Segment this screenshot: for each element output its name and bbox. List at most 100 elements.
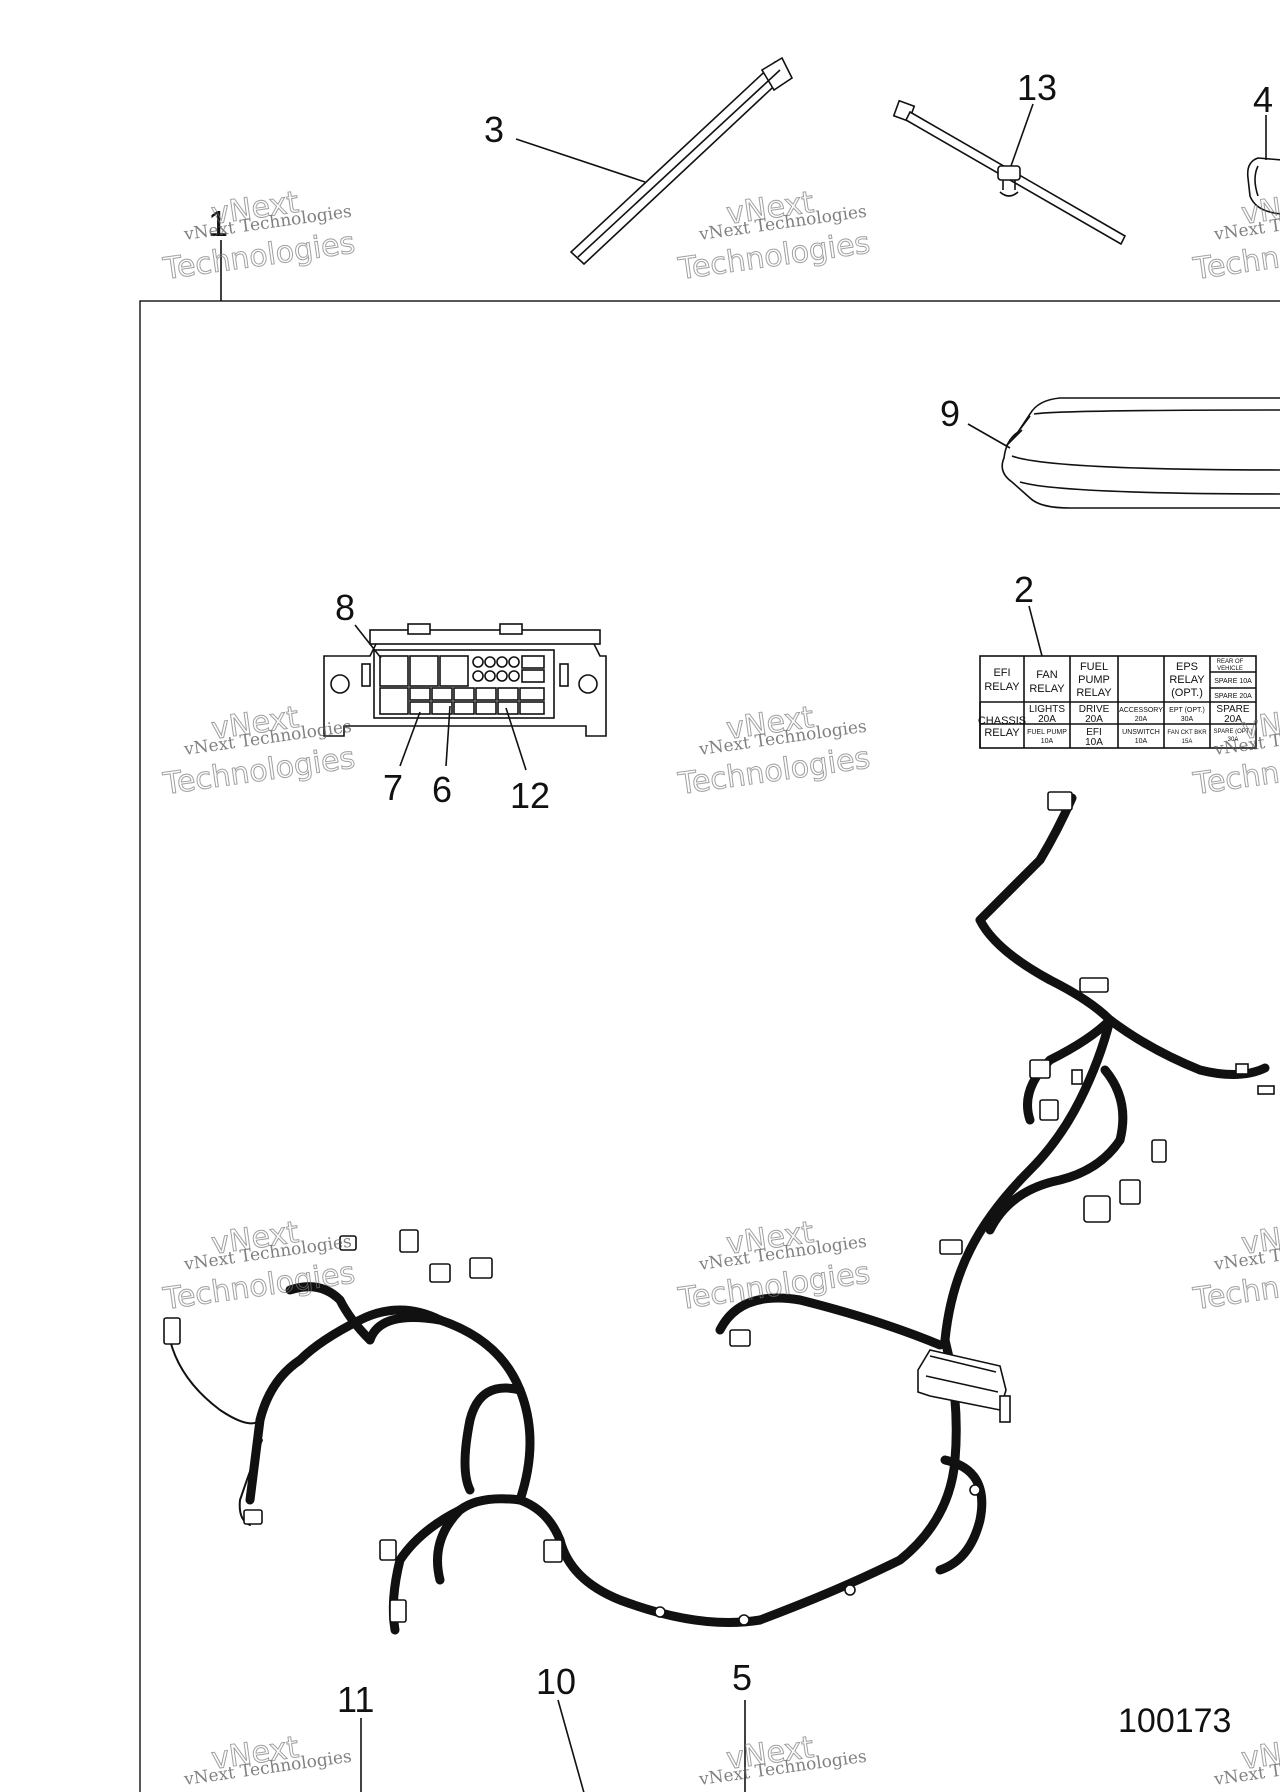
fuse-label-decal	[979, 655, 1257, 749]
watermark-line3: vNext	[1239, 1215, 1280, 1262]
spare-opt-label-2: 30A	[1228, 737, 1239, 743]
fuel-pump-relay-label-3: RELAY	[1076, 687, 1112, 699]
eps-relay-label-3: (OPT.)	[1171, 687, 1203, 699]
efi-relay-label-2: RELAY	[984, 681, 1020, 693]
svg-text:10A: 10A	[1085, 737, 1103, 748]
svg-text:30A: 30A	[1181, 716, 1194, 723]
svg-text:(OPT.): (OPT.)	[1171, 687, 1203, 699]
ept-label-2: 30A	[1181, 716, 1194, 723]
lights-label-2: 20A	[1038, 714, 1056, 725]
clip-part	[1246, 115, 1280, 215]
svg-text:UNSWITCH: UNSWITCH	[1122, 729, 1160, 736]
callout-2: 2	[1014, 569, 1034, 610]
spare-20a-label-2: 20A	[1224, 714, 1242, 725]
callout-6: 6	[432, 769, 452, 810]
svg-text:15A: 15A	[1182, 739, 1193, 745]
svg-text:20A: 20A	[1085, 714, 1103, 725]
callout-3: 3	[484, 109, 504, 150]
svg-text:FAN: FAN	[1036, 669, 1057, 681]
leader-8	[354, 624, 382, 659]
svg-text:SPARE 10A: SPARE 10A	[1214, 678, 1252, 685]
svg-text:FAN CKT BKR: FAN CKT BKR	[1167, 730, 1207, 736]
svg-text:PUMP: PUMP	[1078, 674, 1110, 686]
harness-fuse-box	[917, 1349, 1011, 1423]
leader-2	[1028, 605, 1043, 657]
svg-text:20A: 20A	[1135, 716, 1148, 723]
chassis-relay-label-2: RELAY	[984, 727, 1020, 739]
eps-relay-label-2: RELAY	[1169, 674, 1205, 686]
svg-text:SPARE 20A: SPARE 20A	[1214, 693, 1252, 700]
leader-13	[1010, 103, 1034, 167]
harness-connectors	[163, 791, 1275, 1626]
efi-relay-label-1: EFI	[993, 667, 1010, 679]
svg-text:RELAY: RELAY	[1169, 674, 1205, 686]
leader-3	[515, 138, 646, 183]
leader-9	[967, 423, 1011, 449]
watermark-line3: vNext	[1239, 1730, 1280, 1777]
svg-text:RELAY: RELAY	[1029, 683, 1065, 695]
fuse-block-part	[323, 623, 607, 737]
svg-text:20A: 20A	[1038, 714, 1056, 725]
svg-text:EPT (OPT.): EPT (OPT.)	[1169, 707, 1205, 714]
chassis-relay-label-1: CHASSIS	[978, 715, 1026, 727]
callout-9: 9	[940, 393, 960, 434]
callout-11: 11	[337, 1679, 374, 1720]
fan-relay-label-1: FAN	[1036, 669, 1057, 681]
spare-10a-label: SPARE 10A	[1214, 678, 1252, 685]
svg-text:ACCESSORY: ACCESSORY	[1119, 707, 1163, 714]
fan-ckt-bkr-label-1: FAN CKT BKR	[1167, 730, 1207, 736]
rear-vehicle-label-1: REAR OF	[1217, 659, 1244, 665]
svg-text:FUEL: FUEL	[1080, 661, 1108, 673]
fan-relay-label-2: RELAY	[1029, 683, 1065, 695]
drive-label-1: DRIVE	[1079, 704, 1110, 715]
lights-label-1: LIGHTS	[1029, 704, 1065, 715]
callout-4: 4	[1253, 79, 1273, 120]
leader-10	[557, 1699, 585, 1792]
callout-7: 7	[383, 767, 403, 808]
push-mount-tie-part	[892, 99, 1127, 246]
callout-13: 13	[1017, 67, 1057, 108]
svg-text:vNext: vNext	[1239, 1730, 1280, 1777]
svg-text:CHASSIS: CHASSIS	[978, 715, 1026, 727]
callout-1: 1	[208, 203, 228, 244]
rear-vehicle-label-2: VEHICLE	[1217, 666, 1243, 672]
fuse-label-text: EFI RELAY FAN RELAY FUEL PUMP RELAY EPS …	[978, 659, 1253, 748]
spare-20a-small-label: SPARE 20A	[1214, 693, 1252, 700]
fuse-block-cells	[379, 655, 545, 715]
svg-text:LIGHTS: LIGHTS	[1029, 704, 1065, 715]
callout-8: 8	[335, 587, 355, 628]
eps-relay-label-1: EPS	[1176, 661, 1198, 673]
callout-12: 12	[510, 775, 550, 816]
ept-label-1: EPT (OPT.)	[1169, 707, 1205, 714]
accessory-label-1: ACCESSORY	[1119, 707, 1163, 714]
unswitch-label-1: UNSWITCH	[1122, 729, 1160, 736]
spare-opt-label-1: SPARE (OPT.)	[1214, 729, 1253, 735]
svg-text:EFI: EFI	[1086, 727, 1102, 738]
svg-text:SPARE: SPARE	[1216, 704, 1249, 715]
svg-text:REAR OF: REAR OF	[1217, 659, 1244, 665]
fuse-box-cover-part	[1001, 397, 1280, 509]
svg-text:VEHICLE: VEHICLE	[1217, 666, 1243, 672]
leader-12	[505, 707, 527, 771]
fuel-pump-relay-label-2: PUMP	[1078, 674, 1110, 686]
fuel-pump-label-2: 10A	[1041, 738, 1054, 745]
svg-text:20A: 20A	[1224, 714, 1242, 725]
figure-number: 100173	[1118, 1702, 1231, 1740]
accessory-label-2: 20A	[1135, 716, 1148, 723]
callout-10: 10	[536, 1661, 576, 1702]
svg-text:RELAY: RELAY	[984, 727, 1020, 739]
svg-text:DRIVE: DRIVE	[1079, 704, 1110, 715]
svg-text:vNext: vNext	[1239, 1215, 1280, 1262]
svg-text:SPARE (OPT.): SPARE (OPT.)	[1214, 729, 1253, 735]
assembly-frame	[139, 300, 1280, 1792]
svg-text:EPS: EPS	[1176, 661, 1198, 673]
leader-6	[445, 705, 451, 767]
svg-text:10A: 10A	[1135, 738, 1148, 745]
svg-text:EFI: EFI	[993, 667, 1010, 679]
fuel-pump-relay-label-1: FUEL	[1080, 661, 1108, 673]
svg-text:10A: 10A	[1041, 738, 1054, 745]
drive-label-2: 20A	[1085, 714, 1103, 725]
svg-text:RELAY: RELAY	[984, 681, 1020, 693]
leader-7	[399, 711, 421, 767]
